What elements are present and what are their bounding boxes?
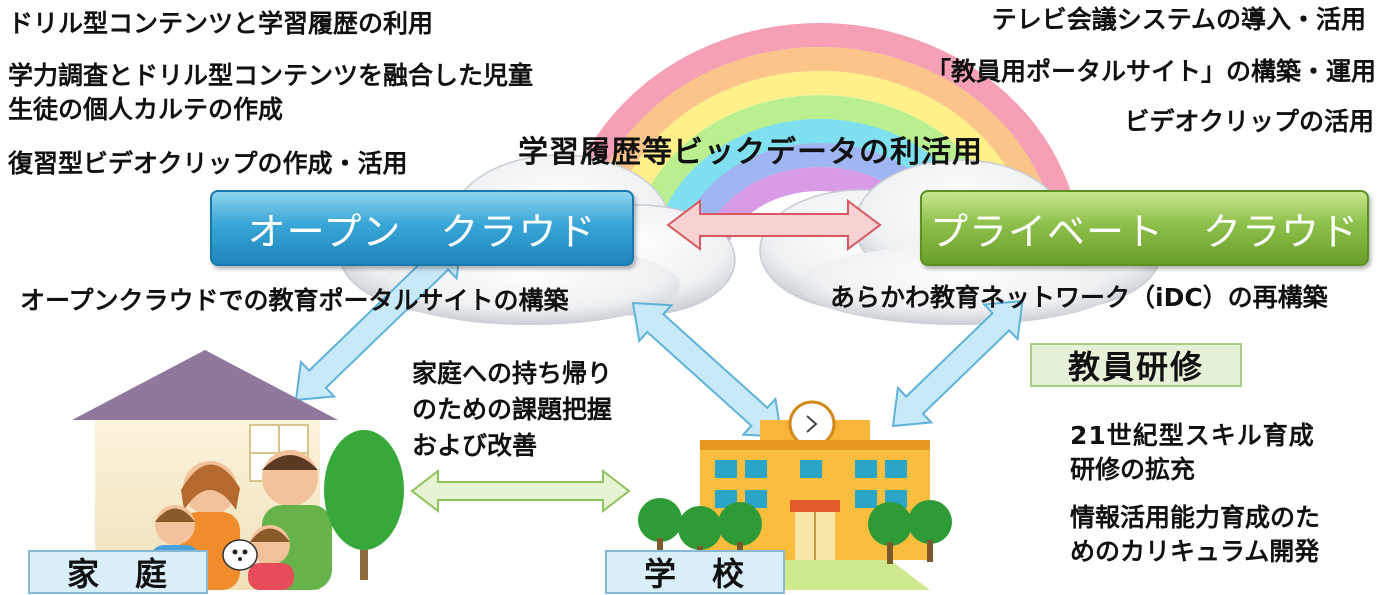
training-note-1a: 21世紀型スキル育成 (1070, 421, 1315, 450)
training-note-1b: 研修の拡充 (1070, 455, 1196, 484)
homework-note-1: 家庭への持ち帰り (412, 359, 613, 388)
rainbow-title: 学習履歴等ビックデータの利活用 (518, 135, 983, 170)
training-note-2b: めのカリキュラム開発 (1070, 537, 1320, 566)
home-label: 家 庭 (28, 550, 208, 594)
private-cloud-label: プライベート クラウド (920, 190, 1369, 266)
homework-note-3: および改善 (412, 431, 538, 460)
note-tv-conference: テレビ会議システムの導入・活用 (991, 5, 1366, 34)
note-student-chart-b: 生徒の個人カルテの作成 (8, 95, 284, 124)
school-label: 学 校 (605, 550, 785, 594)
portal-caption: オープンクラウドでの教育ポータルサイトの構築 (20, 286, 569, 315)
note-video-clip-use: ビデオクリップの活用 (1124, 107, 1374, 136)
note-video-clip-review: 復習型ビデオクリップの作成・活用 (8, 149, 408, 178)
open-cloud-label: オープン クラウド (210, 190, 634, 266)
home-school-arrow (410, 468, 631, 514)
homework-note-2: のための課題把握 (412, 395, 613, 424)
cloud-link-arrow (666, 199, 882, 251)
teacher-training-label: 教員研修 (1030, 343, 1242, 387)
training-note-2a: 情報活用能力育成のた (1070, 503, 1321, 532)
private-school-arrow (891, 299, 1024, 428)
note-drill-content: ドリル型コンテンツと学習履歴の利用 (8, 9, 434, 38)
network-caption: あらかわ教育ネットワーク（iDC）の再構築 (830, 283, 1328, 312)
note-teacher-portal: 「教員用ポータルサイト」の構築・運用 (925, 57, 1376, 86)
note-student-chart-a: 学力調査とドリル型コンテンツを融合した児童 (8, 61, 534, 90)
